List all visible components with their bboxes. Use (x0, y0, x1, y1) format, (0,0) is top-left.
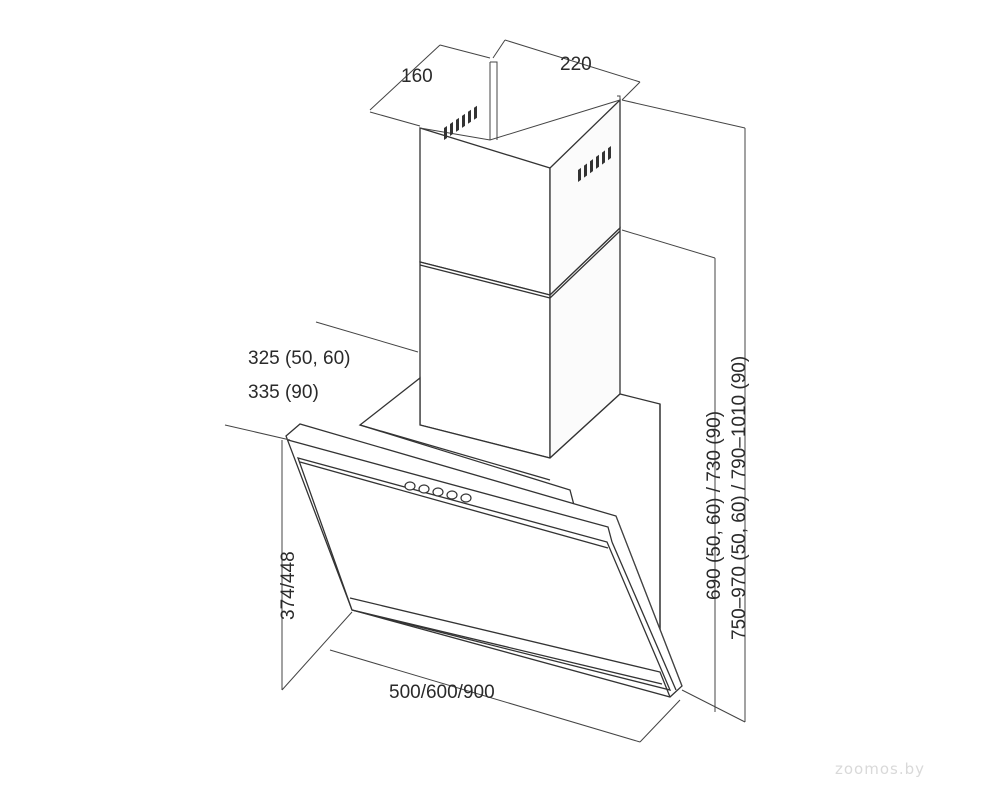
glass-top-strip (299, 461, 609, 549)
ext-line-hood-depth-bottom (224, 424, 291, 441)
glass-panel (285, 423, 683, 698)
label-height-range-a: 690 (50, 60) / 730 (90) (704, 411, 725, 600)
label-chimney-depth: 160 (401, 66, 433, 87)
chimney-joint-line-side (549, 230, 621, 299)
glass-right-bevel (611, 541, 677, 691)
dim-line-chimney-width (504, 39, 641, 83)
control-button-2[interactable] (418, 484, 430, 494)
label-hood-width: 500/600/900 (389, 682, 495, 703)
ext-line-hood-width-right (639, 699, 681, 743)
dim-line-hood-width (329, 649, 641, 743)
glass-bottom-edge (351, 609, 663, 685)
label-hood-depth-b: 335 (90) (248, 382, 319, 403)
dim-line-chimney-depth (369, 44, 441, 111)
label-height-range-b: 750–970 (50, 60) / 790–1010 (90) (729, 356, 750, 640)
ext-line-glass-height-bottom (281, 611, 353, 691)
vent-slots-left (444, 105, 477, 140)
ext-line-chimney-width-right (621, 81, 641, 101)
label-glass-height: 374/448 (278, 551, 299, 620)
vent-slots-right (578, 146, 611, 182)
ext-line-chimney-depth-bottom (369, 111, 421, 127)
control-button-4[interactable] (446, 490, 458, 500)
ext-line-top-height (621, 99, 746, 129)
ext-line-chimney-width-left (492, 39, 506, 59)
glass-side-edge (615, 515, 683, 687)
chimney (419, 61, 621, 460)
chimney-back-edge-inner (490, 61, 498, 140)
hood-top-edge (359, 424, 551, 481)
ext-line-chimney-depth-top (439, 44, 491, 59)
control-button-1[interactable] (404, 481, 416, 491)
chimney-joint-line (419, 264, 551, 299)
dimension-lines (224, 39, 746, 743)
label-hood-depth-a: 325 (50, 60) (248, 348, 350, 369)
label-chimney-width: 220 (560, 54, 592, 75)
chimney-top-rim (419, 99, 621, 141)
dimension-labels: 160 220 325 (50, 60) 335 (90) 374/448 50… (248, 54, 750, 703)
ext-line-hood-depth-top (315, 321, 419, 353)
control-button-3[interactable] (432, 487, 444, 497)
glass-panel-front (296, 457, 672, 691)
chimney-lower-front-face (419, 261, 551, 459)
ext-line-mid-height (621, 229, 716, 259)
watermark: zoomos.by (835, 760, 925, 778)
glass-top-bevel (287, 439, 613, 543)
glass-bottom-strip (349, 597, 671, 698)
watermark-text: zoomos.by (835, 760, 925, 778)
ext-line-bottom-height (681, 689, 746, 723)
control-panel (404, 481, 472, 503)
control-button-5[interactable] (460, 493, 472, 503)
